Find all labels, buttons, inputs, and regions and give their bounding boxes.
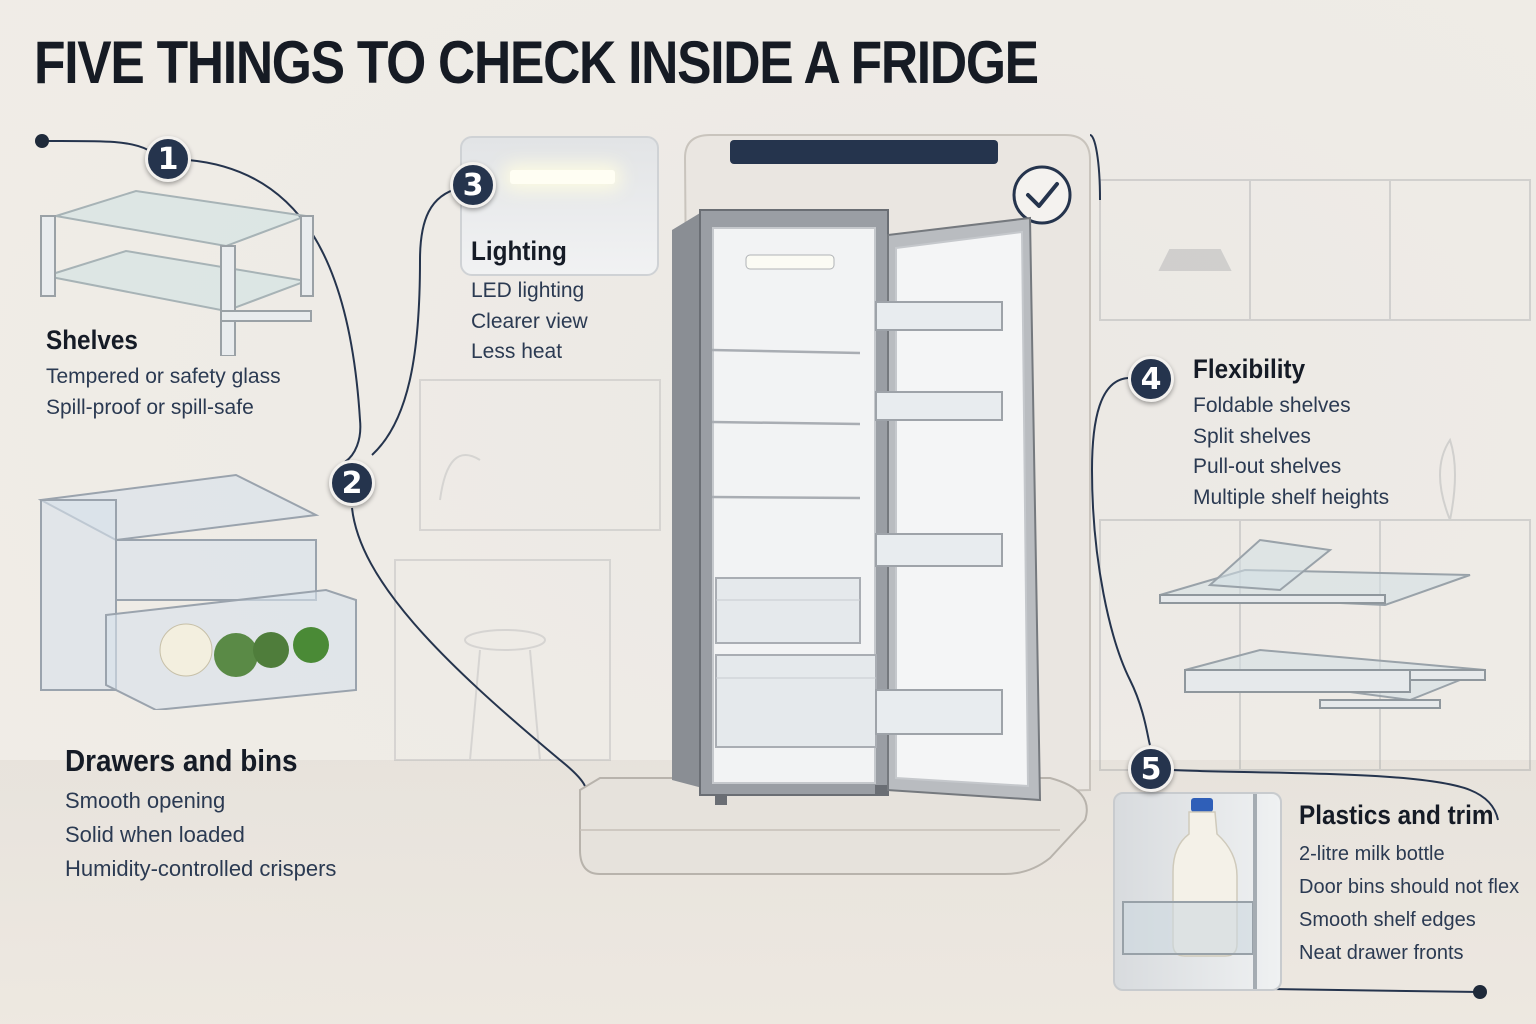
shelves-heading: Shelves [46,325,138,355]
drawers-feature: Smooth opening [65,788,226,813]
led-light-strip [510,170,615,184]
lighting-feature: Less heat [471,340,563,363]
drawers-feature: Solid when loaded [65,822,245,847]
crisper-drawer-illustration [37,473,357,710]
plastics-feature: 2-litre milk bottle [1299,843,1445,865]
plastics-feature: Door bins should not flex [1299,876,1520,898]
badge-2: 2 [329,460,375,506]
badge-5: 5 [1128,746,1174,792]
badge-3: 3 [450,162,496,208]
page-title: FIVE THINGS TO CHECK INSIDE A FRIDGE [34,29,1039,96]
milk-bottle-door-bin-illustration [1113,792,1282,991]
lighting-heading: Lighting [471,236,567,266]
flexibility-feature: Multiple shelf heights [1193,485,1390,509]
open-fridge-illustration [672,209,1042,805]
flexibility-feature: Pull-out shelves [1193,455,1342,478]
lighting-feature: Clearer view [471,309,588,333]
plastics-features: 2-litre milk bottle Door bins should not… [1299,838,1519,970]
connector-dot-start [35,134,49,148]
plastics-heading: Plastics and trim [1299,800,1494,830]
plastics-feature: Smooth shelf edges [1299,909,1476,931]
led-light-illustration [460,136,659,276]
shelves-feature: Tempered or safety glass [46,365,281,388]
flexibility-heading: Flexibility [1193,354,1306,384]
plastics-feature: Neat drawer fronts [1299,942,1464,964]
adjustable-shelves-illustration [1159,538,1486,709]
lighting-feature: LED lighting [471,279,585,302]
flexibility-feature: Split shelves [1193,424,1311,448]
shelves-feature: Spill-proof or spill-safe [46,395,254,419]
milk-bottle-svg [1122,794,1257,989]
drawers-feature: Humidity-controlled crispers [65,856,337,881]
drawers-heading: Drawers and bins [65,743,298,778]
glass-shelf-illustration [40,189,314,356]
badge-1: 1 [145,136,191,182]
lighting-features: LED lighting Clearer view Less heat [471,276,588,368]
check-mark-icon [1012,165,1072,225]
badge-4: 4 [1128,356,1174,402]
drawers-features: Smooth opening Solid when loaded Humidit… [65,784,336,886]
flexibility-features: Foldable shelves Split shelves Pull-out … [1193,391,1389,513]
flexibility-feature: Foldable shelves [1193,394,1351,417]
shelves-features: Tempered or safety glass Spill-proof or … [46,362,281,423]
connector-dot-end [1473,985,1487,999]
